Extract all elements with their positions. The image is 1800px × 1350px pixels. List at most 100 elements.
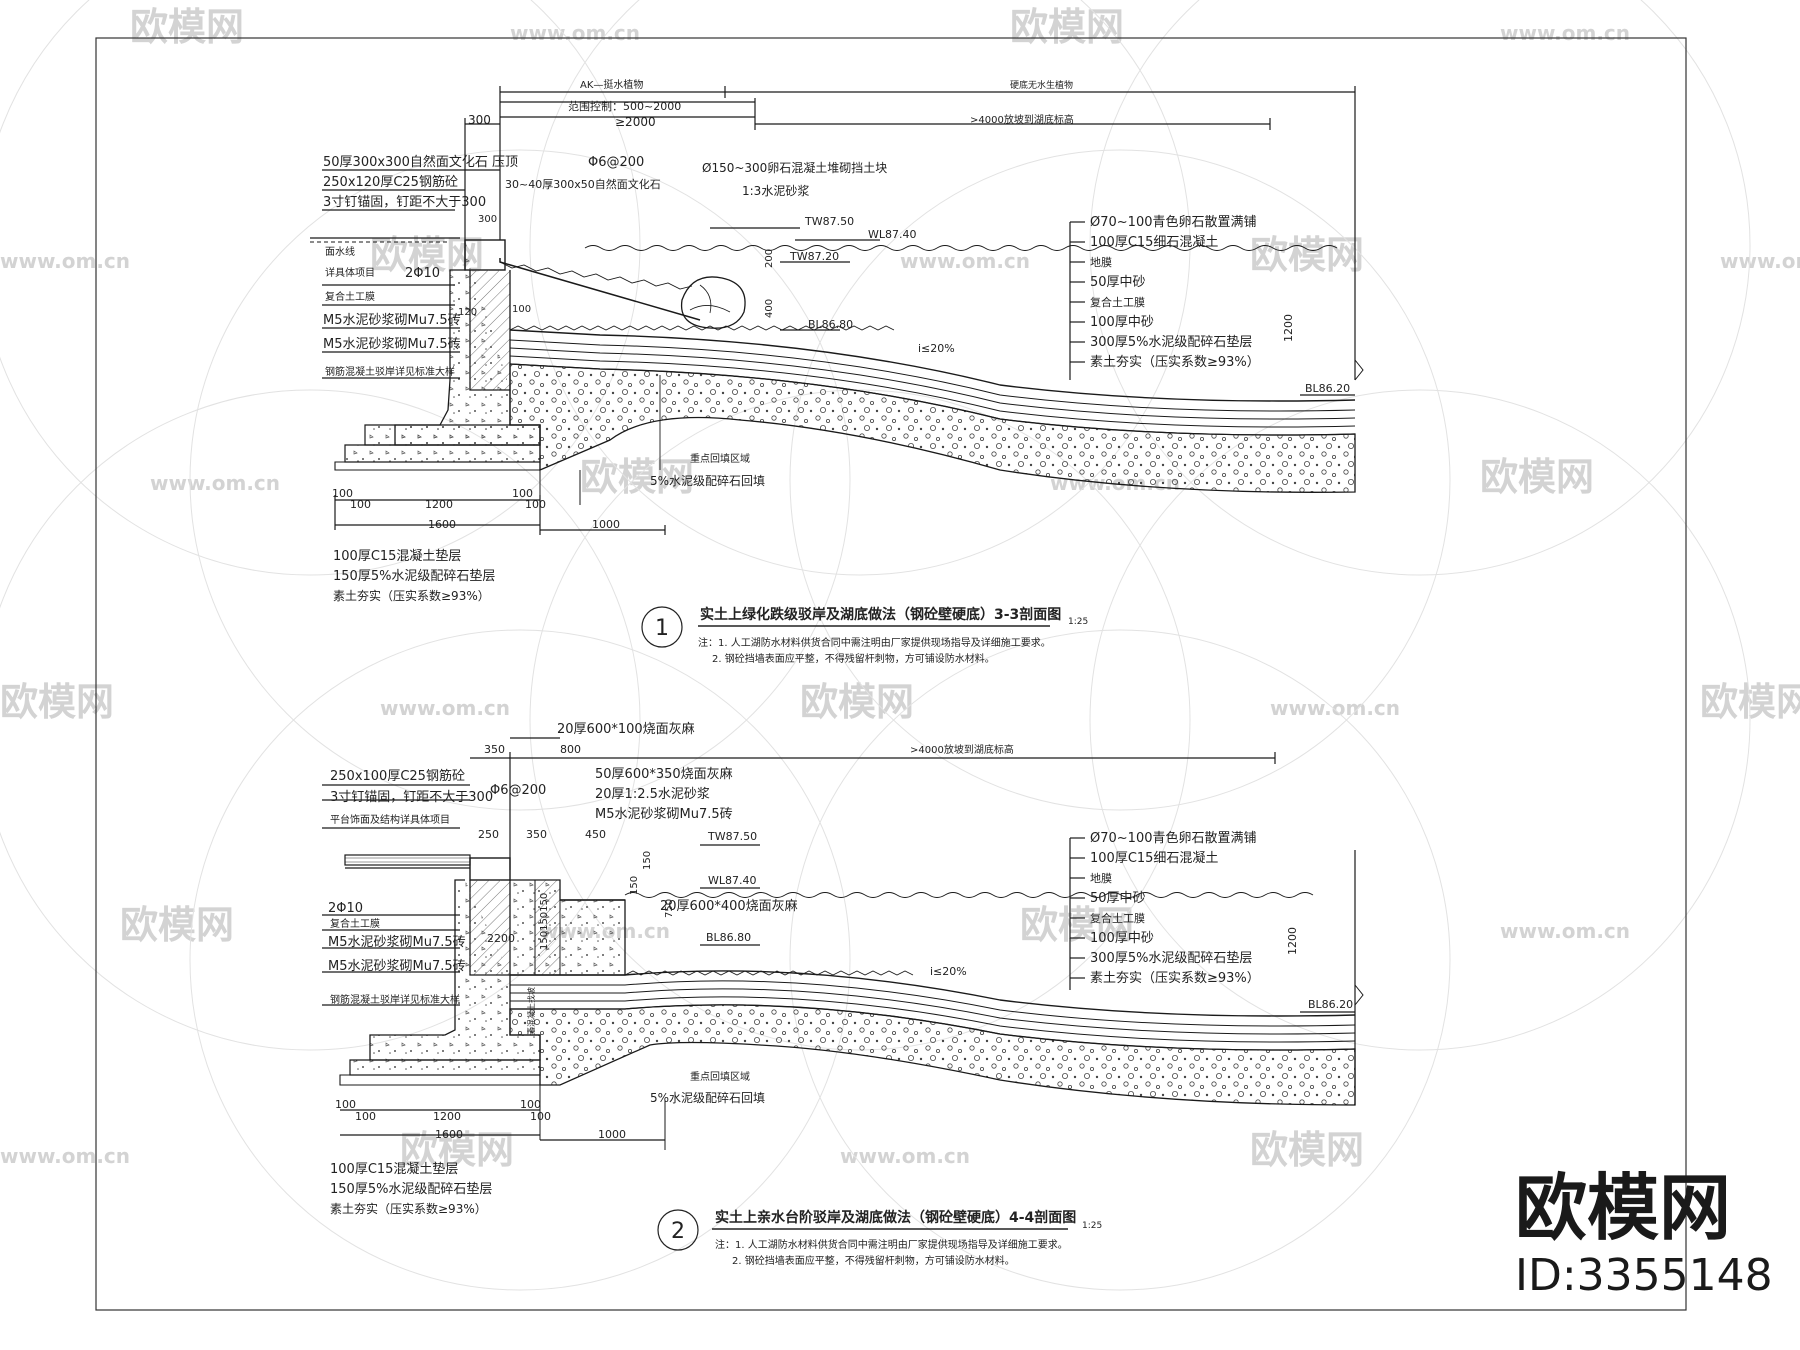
s2-dim-1: 100 bbox=[355, 1110, 376, 1123]
s1-rebar2: 2Φ10 bbox=[405, 266, 440, 281]
s1-right-label-2: 地膜 bbox=[1090, 256, 1112, 269]
s1-slope: i≤20% bbox=[918, 342, 955, 355]
s2-bottom-label-2: 素土夯实（压实系数≥93%） bbox=[330, 1201, 487, 1216]
s2-left-label-1: 3寸钉锚固，钉距不大于300 bbox=[330, 790, 493, 805]
s2-note-2: 2. 钢砼挡墙表面应平整，不得残留杆刺物，方可铺设防水材料。 bbox=[732, 1254, 1015, 1267]
s2-dim-2: 1200 bbox=[433, 1110, 461, 1123]
s1-right-label-3: 50厚中砂 bbox=[1090, 275, 1146, 290]
watermark-arc-5 bbox=[0, 389, 641, 1051]
s2-d1200: 1200 bbox=[1286, 927, 1299, 955]
watermark-9: www.om.cn bbox=[150, 471, 280, 495]
s2-left-label-5: M5水泥砂浆砌Mu7.5砖 bbox=[328, 935, 466, 950]
s1-dim-0: 100 bbox=[332, 487, 353, 500]
s1-section-number-circle bbox=[641, 606, 683, 648]
watermark-3: www.om.cn bbox=[1500, 21, 1630, 45]
s2-scale: 1:25 bbox=[1082, 1221, 1102, 1231]
s1-dim-5: 1600 bbox=[428, 518, 456, 531]
watermark-25: 欧模网 bbox=[1250, 1128, 1364, 1172]
s1-right-label-4: 复合土工膜 bbox=[1090, 295, 1145, 309]
s2-d150: 150 bbox=[642, 851, 653, 870]
s1-ak-range: 范围控制：500~2000 bbox=[568, 99, 681, 113]
watermark-arc-0 bbox=[0, 0, 641, 576]
s2-top-facing: 20厚600*100烧面灰麻 bbox=[557, 722, 695, 737]
watermark-arc-8 bbox=[189, 629, 851, 1291]
brand-id-text: ID:3355148 bbox=[1515, 1250, 1773, 1301]
watermark-7: 欧模网 bbox=[1250, 233, 1364, 277]
s2-bottom-label-1: 150厚5%水泥级配碎石垫层 bbox=[330, 1181, 492, 1197]
watermark-1: www.om.cn bbox=[510, 21, 640, 45]
watermark-24: www.om.cn bbox=[840, 1144, 970, 1168]
s2-bottom-label-0: 100厚C15混凝土垫层 bbox=[330, 1161, 458, 1177]
s1-backfill-area: 重点回填区域 bbox=[690, 452, 750, 465]
s2-d800: 800 bbox=[560, 743, 581, 756]
s2-d150b: 150 bbox=[629, 876, 640, 895]
s2-step-brick: M5水泥砂浆砌Mu7.5砖 bbox=[595, 807, 733, 822]
s2-d450: 450 bbox=[585, 828, 606, 841]
s1-bl2: BL86.20 bbox=[1305, 382, 1350, 395]
s2-title: 实土上亲水台阶驳岸及湖底做法（钢砼壁硬底）4-4剖面图 bbox=[715, 1209, 1076, 1226]
s1-scale: 1:25 bbox=[1068, 617, 1088, 627]
s2-d200: 2200 bbox=[487, 932, 515, 945]
drawing-frame bbox=[95, 37, 1687, 1311]
watermark-13: 欧模网 bbox=[0, 680, 114, 724]
s2-tw1: TW87.50 bbox=[707, 830, 757, 843]
s2-right-label-7: 素土夯实（压实系数≥93%） bbox=[1090, 971, 1260, 986]
s2-dim-3: 100 bbox=[520, 1098, 541, 1111]
s2-rebar: Φ6@200 bbox=[490, 783, 546, 798]
watermark-22: www.om.cn bbox=[0, 1144, 130, 1168]
s2-right-label-6: 300厚5%水泥级配碎石垫层 bbox=[1090, 950, 1252, 966]
s2-backfill-area: 重点回填区域 bbox=[690, 1070, 750, 1083]
s1-d200: 200 bbox=[764, 249, 775, 268]
s2-bl2: BL86.20 bbox=[1308, 998, 1353, 1011]
watermark-21: www.om.cn bbox=[1500, 919, 1630, 943]
s1-right-label-0: Ø70~100青色卵石散置满铺 bbox=[1090, 214, 1256, 230]
watermark-6: www.om.cn bbox=[900, 249, 1030, 273]
s1-dim-2: 1200 bbox=[425, 498, 453, 511]
s1-left-label-0: 50厚300x300自然面文化石 压顶 bbox=[323, 154, 518, 170]
s1-bottom-label-0: 100厚C15混凝土垫层 bbox=[333, 548, 461, 564]
s2-left-label-6: M5水泥砂浆砌Mu7.5砖 bbox=[328, 959, 466, 974]
s1-rebar: Φ6@200 bbox=[588, 155, 644, 170]
watermark-layer: 欧模网 www.om.cn 欧模网 www.om.cn www.om.cn 欧模网 www.… bbox=[0, 0, 1800, 1291]
s2-slope: i≤20% bbox=[930, 965, 967, 978]
s2-cover: 素混凝土找坡 bbox=[526, 987, 536, 1035]
s2-left-label-7: 钢筋混凝土驳岸详见标准大样 bbox=[330, 993, 460, 1006]
s1-bottom-label-1: 150厚5%水泥级配碎石垫层 bbox=[333, 568, 495, 584]
s1-dim-1: 100 bbox=[350, 498, 371, 511]
s1-tw2: TW87.20 bbox=[789, 250, 839, 263]
watermark-4: www.om.cn bbox=[0, 249, 130, 273]
watermark-arc-3 bbox=[189, 149, 851, 811]
s1-left-label-5: 复合土工膜 bbox=[325, 290, 375, 303]
s1-bottom-label-2: 素土夯实（压实系数≥93%） bbox=[333, 588, 490, 603]
section-1-drawing bbox=[310, 86, 1364, 535]
s2-dim-4: 100 bbox=[530, 1110, 551, 1123]
watermark-2: 欧模网 bbox=[1010, 5, 1124, 49]
section-2-drawing bbox=[322, 737, 1364, 1150]
s2-step-top: 50厚600*350烧面灰麻 bbox=[595, 767, 733, 782]
brand-block: 欧模网 ID:3355148 bbox=[1515, 1166, 1773, 1301]
s2-right-label-3: 50厚中砂 bbox=[1090, 891, 1146, 906]
watermark-16: www.om.cn bbox=[1270, 696, 1400, 720]
s1-d400: 400 bbox=[764, 299, 775, 318]
s2-d750: 750 bbox=[664, 899, 675, 918]
s1-title: 实土上绿化跌级驳岸及湖底做法（钢砼壁硬底）3-3剖面图 bbox=[700, 606, 1061, 623]
s2-dim-6: 1000 bbox=[598, 1128, 626, 1141]
s2-section-number: 2 bbox=[671, 1219, 685, 1244]
s2-left-label-0: 250x100厚C25钢筋砼 bbox=[330, 768, 465, 784]
watermark-14: www.om.cn bbox=[380, 696, 510, 720]
s2-right-label-5: 100厚中砂 bbox=[1090, 931, 1154, 946]
s1-right-label: 硬底无水生植物 bbox=[1010, 79, 1073, 91]
s1-d300b: 300 bbox=[478, 214, 497, 225]
watermark-arc-1 bbox=[529, 0, 1191, 576]
s1-d1200: 1200 bbox=[1282, 314, 1295, 342]
s1-note-2: 2. 钢砼挡墙表面应平整，不得残留杆刺物，方可铺设防水材料。 bbox=[712, 652, 995, 665]
s1-tw1: TW87.50 bbox=[804, 215, 854, 228]
s1-dim-4: 100 bbox=[525, 498, 546, 511]
s1-section-number: 1 bbox=[655, 616, 669, 641]
s1-wl: WL87.40 bbox=[868, 228, 917, 241]
s1-backfill-mix: 5%水泥级配碎石回填 bbox=[650, 473, 765, 488]
s2-dim-5: 1600 bbox=[435, 1128, 463, 1141]
s1-d100: 100 bbox=[512, 304, 531, 315]
s1-left-label-7: M5水泥砂浆砌Mu7.5砖 bbox=[323, 337, 461, 352]
